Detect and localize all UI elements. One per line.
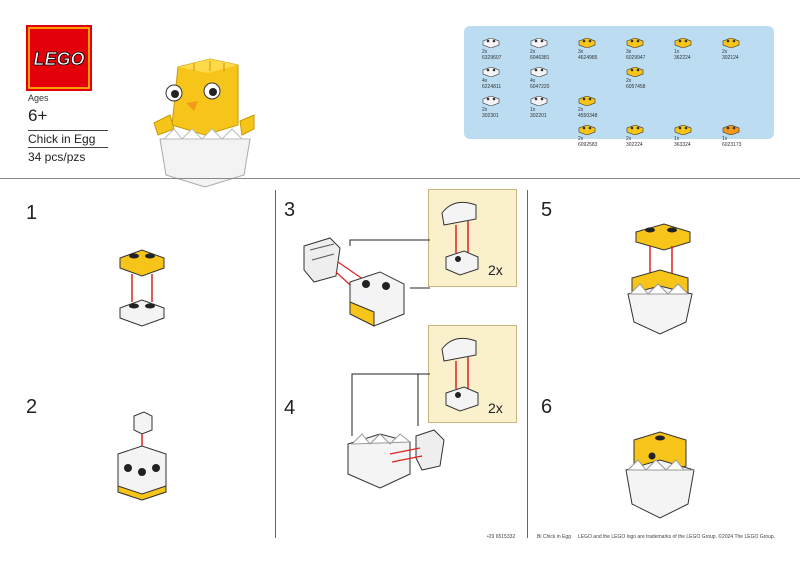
yellow-plate-2x4-icon xyxy=(722,38,762,48)
piece-count: 34 pcs/pzs xyxy=(28,150,86,164)
part-quantity: 2x xyxy=(626,78,632,84)
part-quantity: 2x xyxy=(530,49,536,55)
part-quantity: 4x xyxy=(482,78,488,84)
footer-legal: LEGO and the LEGO logo are trademarks of… xyxy=(578,534,776,540)
part-id: 4624985 xyxy=(578,55,598,61)
step-3-illustration xyxy=(300,232,432,337)
yellow-plate-icon xyxy=(578,38,618,48)
step-4-illustration xyxy=(340,370,460,515)
white-plate-1x2-icon xyxy=(530,96,570,106)
white-round-stud-icon xyxy=(482,38,522,48)
yellow-slope-icon xyxy=(626,67,666,77)
column-divider-right xyxy=(527,190,528,538)
part-id: 302301 xyxy=(482,113,499,119)
yellow-brick-icon xyxy=(674,38,714,48)
part-quantity: 2x xyxy=(626,136,632,142)
part-quantity: 3x xyxy=(626,49,632,55)
step-3-subassembly-illustration xyxy=(436,195,486,285)
orange-beak-icon xyxy=(722,125,762,135)
header-divider xyxy=(0,178,800,179)
part-id: 6023173 xyxy=(722,142,742,148)
part-quantity: 2x xyxy=(722,49,728,55)
part-id: 362224 xyxy=(674,55,691,61)
yellow-wedge-icon xyxy=(578,96,618,106)
white-tooth-icon xyxy=(482,67,522,77)
set-name: Chick in Egg xyxy=(28,130,108,148)
part-quantity: 2x xyxy=(482,107,488,113)
step-3-multiplier: 2x xyxy=(488,262,503,278)
step-5-number: 5 xyxy=(541,199,553,221)
svg-text:LEGO: LEGO xyxy=(33,49,84,69)
part-id: 6029947 xyxy=(626,55,646,61)
part-quantity: 1x xyxy=(722,136,728,142)
part-id: 6224811 xyxy=(482,84,502,90)
part-id: 302124 xyxy=(722,55,739,61)
white-curved-slope-icon xyxy=(530,67,570,77)
step-3-number: 3 xyxy=(284,199,296,221)
step-4-subassembly-illustration xyxy=(436,331,486,421)
part-quantity: 3x xyxy=(578,49,584,55)
step-5-illustration xyxy=(620,218,700,343)
step-6-number: 6 xyxy=(541,396,553,418)
part-quantity: 2x xyxy=(482,49,488,55)
part-quantity: 4x xyxy=(530,78,536,84)
part-id: 6046381 xyxy=(530,55,550,61)
step-4-number: 4 xyxy=(284,397,296,419)
yellow-plate-2x2-icon xyxy=(626,125,666,135)
yellow-plate-1x3-icon xyxy=(674,125,714,135)
yellow-plate-1x2-icon xyxy=(578,125,618,135)
part-id: 6092583 xyxy=(578,142,598,148)
part-id: 6047220 xyxy=(530,84,550,90)
chick-model-image xyxy=(150,55,260,190)
part-quantity: 1x xyxy=(674,136,680,142)
lego-logo: LEGO xyxy=(26,25,92,91)
part-quantity: 2x xyxy=(578,107,584,113)
white-plate-icon xyxy=(530,38,570,48)
step-2-illustration xyxy=(112,410,172,510)
yellow-tile-icon xyxy=(626,38,666,48)
part-id: 363324 xyxy=(674,142,691,148)
step-4-multiplier: 2x xyxy=(488,400,503,416)
part-id: 4550348 xyxy=(578,113,598,119)
part-id: 302224 xyxy=(626,142,643,148)
step-6-illustration xyxy=(620,430,700,535)
ages-value: 6+ xyxy=(28,106,48,125)
part-quantity: 1x xyxy=(674,49,680,55)
column-divider-left xyxy=(275,190,276,538)
footer-code: •29 6515332 xyxy=(487,534,516,540)
step-2-number: 2 xyxy=(26,396,38,418)
ages-label: Ages xyxy=(28,93,49,103)
footer-set-name: Bi Chick in Egg xyxy=(537,534,571,540)
part-id: 302201 xyxy=(530,113,547,119)
part-id: 6329607 xyxy=(482,55,502,61)
step-1-illustration xyxy=(112,244,172,339)
part-id: 6057458 xyxy=(626,84,646,90)
part-quantity: 1x xyxy=(530,107,536,113)
step-1-number: 1 xyxy=(26,202,38,224)
white-bracket-icon xyxy=(482,96,522,106)
part-quantity: 2x xyxy=(578,136,584,142)
